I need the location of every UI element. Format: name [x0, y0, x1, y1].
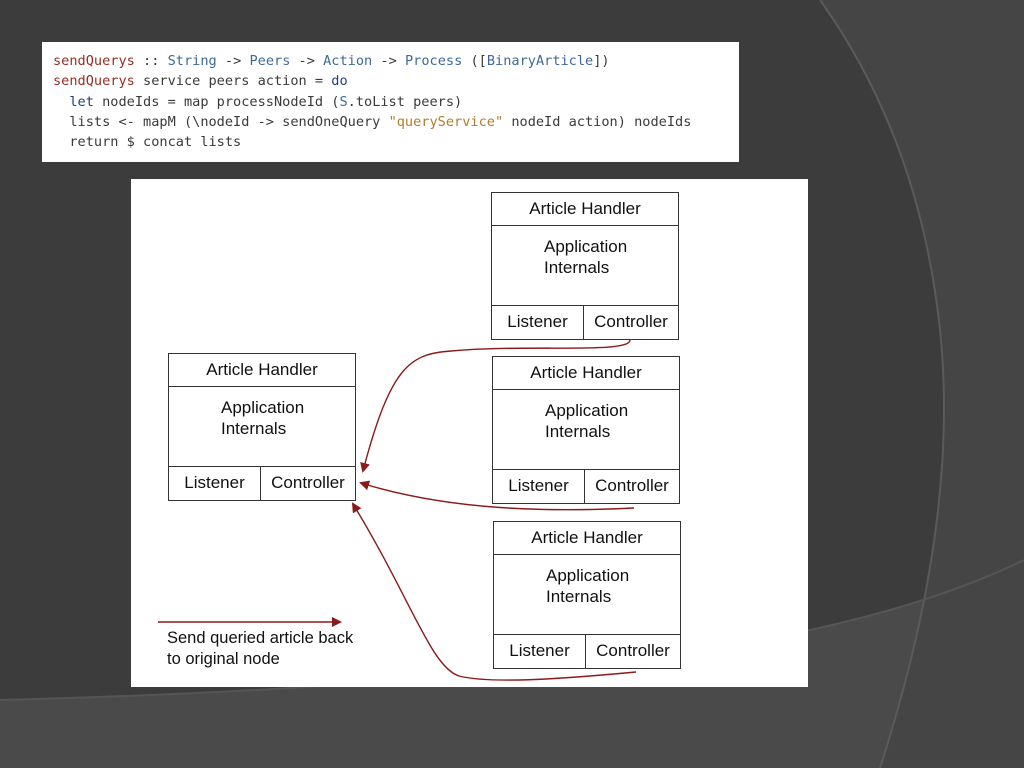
node-peer-1: Article Handler Application Internals Li… [491, 192, 679, 340]
node-internals: Application Internals [545, 401, 629, 441]
node-original: Article Handler Application Internals Li… [168, 353, 356, 501]
node-title: Article Handler [493, 357, 679, 390]
arrow-peer3-to-original [351, 502, 637, 681]
code-line-3: let nodeIds = map processNodeId (S.toLis… [53, 92, 739, 112]
code-snippet: sendQuerys :: String -> Peers -> Action … [42, 42, 739, 162]
code-token: sendQuerys [53, 53, 135, 69]
architecture-diagram: Article Handler Application Internals Li… [131, 179, 808, 687]
code-token: S [339, 93, 348, 110]
listener-cell: Listener [169, 467, 261, 500]
code-line-1: sendQuerys :: String -> Peers -> Action … [53, 51, 739, 71]
code-token: Action [323, 53, 373, 69]
node-title: Article Handler [169, 354, 355, 387]
code-token: let [53, 93, 94, 110]
node-components: Listener Controller [492, 305, 678, 339]
code-token: ]) [593, 53, 610, 69]
node-internals: Application Internals [544, 237, 628, 277]
node-components: Listener Controller [493, 469, 679, 503]
code-token: -> [290, 53, 324, 69]
node-peer-2: Article Handler Application Internals Li… [492, 356, 680, 504]
controller-cell: Controller [595, 476, 669, 495]
code-token: BinaryArticle [486, 53, 594, 69]
arrow-peer2-to-original [359, 480, 635, 511]
code-token: -> [372, 53, 405, 69]
code-token: :: [134, 53, 168, 69]
code-token: Process [404, 53, 463, 69]
code-token: .toList peers) [347, 93, 463, 110]
code-token: -> [216, 53, 250, 69]
code-line-2: sendQuerys service peers action = do [53, 71, 739, 91]
node-components: Listener Controller [169, 466, 355, 500]
code-token: "queryService" [388, 113, 504, 130]
controller-cell: Controller [594, 312, 668, 331]
node-peer-3: Article Handler Application Internals Li… [493, 521, 681, 669]
listener-cell: Listener [493, 470, 585, 503]
arrow-peer1-to-original [360, 339, 631, 473]
background-curve-right [820, 0, 1024, 768]
code-token: lists <- mapM (\nodeId -> sendOneQuery [53, 113, 389, 130]
background-curve-lower [0, 560, 1024, 768]
code-line-5: return $ concat lists [53, 132, 739, 152]
controller-cell: Controller [271, 473, 345, 492]
code-token: String [167, 53, 217, 69]
controller-cell: Controller [596, 641, 670, 660]
legend-label: Send queried article back to original no… [167, 629, 354, 668]
code-token: sendQuerys [53, 73, 135, 90]
node-title: Article Handler [492, 193, 678, 226]
arrows-layer [158, 339, 637, 681]
node-internals: Application Internals [221, 398, 305, 438]
code-token: Peers [249, 53, 291, 69]
code-token: return $ concat lists [53, 134, 242, 151]
code-token: service peers action = [134, 73, 332, 90]
node-components: Listener Controller [494, 634, 680, 668]
code-line-4: lists <- mapM (\nodeId -> sendOneQuery "… [53, 112, 739, 132]
code-token: ([ [462, 53, 487, 69]
code-token: nodeId action) nodeIds [503, 113, 692, 130]
node-title: Article Handler [494, 522, 680, 555]
node-internals: Application Internals [546, 566, 630, 606]
code-token: nodeIds = map processNodeId ( [93, 93, 340, 110]
listener-cell: Listener [494, 635, 586, 668]
listener-cell: Listener [492, 306, 584, 339]
code-token: do [331, 73, 348, 90]
